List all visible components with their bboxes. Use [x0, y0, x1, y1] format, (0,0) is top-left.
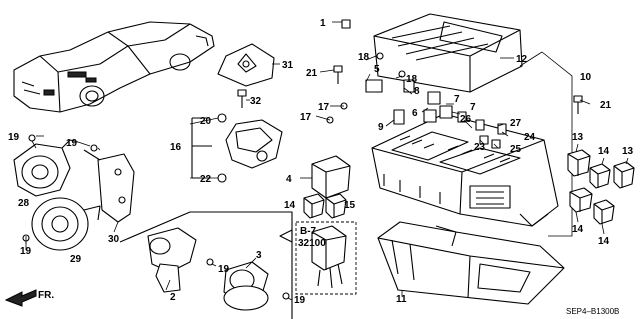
callout-26: 26 [460, 114, 472, 125]
callout-29: 29 [70, 254, 82, 265]
part-15-relay [325, 193, 347, 219]
callout-19a: 19 [8, 132, 20, 143]
callout-16: 16 [170, 142, 182, 153]
callout-13b: 13 [622, 146, 634, 157]
callout-19e: 19 [294, 295, 306, 306]
part-11-tray [377, 221, 565, 305]
callout-18a: 18 [358, 52, 370, 63]
reference-section: B-7 [300, 226, 317, 237]
part-28-horn [13, 134, 98, 197]
callout-4: 4 [286, 174, 292, 185]
reference-box [279, 221, 357, 295]
car-illustration [13, 21, 215, 113]
diagram-code: SEP4–B1300B [566, 307, 619, 316]
reference-part-number: 32100 [298, 238, 326, 249]
callout-28: 28 [18, 198, 30, 209]
callout-20: 20 [200, 116, 212, 127]
callout-7a: 7 [454, 94, 460, 105]
part-4-relay [300, 155, 351, 199]
inset-horn-panel [119, 211, 293, 319]
callout-22: 22 [200, 174, 212, 185]
callout-23: 23 [474, 142, 486, 153]
callout-17a: 17 [318, 102, 330, 113]
part-31-cover [217, 43, 280, 87]
callout-1: 1 [320, 18, 326, 29]
callout-21a: 21 [306, 68, 318, 79]
part-32-bolt [237, 89, 250, 108]
callout-32: 32 [250, 96, 262, 107]
callout-19c: 19 [20, 246, 32, 257]
callout-31: 31 [282, 60, 294, 71]
callout-19b: 19 [66, 138, 78, 149]
callout-14a: 14 [284, 200, 296, 211]
right-relays [567, 149, 635, 225]
callout-11: 11 [396, 294, 407, 305]
front-direction-arrow [4, 289, 37, 307]
callout-10: 10 [580, 72, 592, 83]
callout-17b: 17 [300, 112, 312, 123]
part-21-bolt-left [333, 65, 343, 84]
callout-14d: 14 [598, 236, 610, 247]
part-29-horn [22, 197, 101, 251]
part-21-bolt-right [573, 95, 583, 114]
callout-27: 27 [510, 118, 522, 129]
callout-2: 2 [170, 292, 176, 303]
callout-14b: 14 [598, 146, 610, 157]
callout-25: 25 [510, 144, 522, 155]
part-14-relay-left [303, 193, 325, 219]
callout-6: 6 [412, 108, 418, 119]
callout-30: 30 [108, 234, 120, 245]
callout-18b: 18 [406, 74, 418, 85]
callout-labels: 1 2 3 4 5 6 7 7 8 9 10 11 12 13 13 14 14… [8, 18, 634, 306]
callout-21b: 21 [600, 100, 612, 111]
callout-leaders [25, 55, 629, 301]
callout-9: 9 [378, 122, 384, 133]
callout-14c: 14 [572, 224, 584, 235]
callout-24: 24 [524, 132, 536, 143]
part-30-bracket [83, 149, 135, 223]
callout-5: 5 [374, 64, 380, 75]
callout-15: 15 [344, 200, 356, 211]
part-12-fusebox-cover [373, 13, 523, 93]
front-direction-label: FR. [38, 290, 54, 301]
callout-13a: 13 [572, 132, 584, 143]
callout-12: 12 [516, 54, 528, 65]
callout-19d: 19 [218, 264, 230, 275]
fusebox-internal-parts [326, 52, 507, 149]
callout-8: 8 [414, 86, 420, 97]
callout-7b: 7 [470, 102, 476, 113]
callout-3: 3 [256, 250, 262, 261]
fusebox-main-body [371, 113, 559, 227]
part-1-bolt [332, 19, 351, 29]
part-16-bracket [191, 113, 283, 183]
